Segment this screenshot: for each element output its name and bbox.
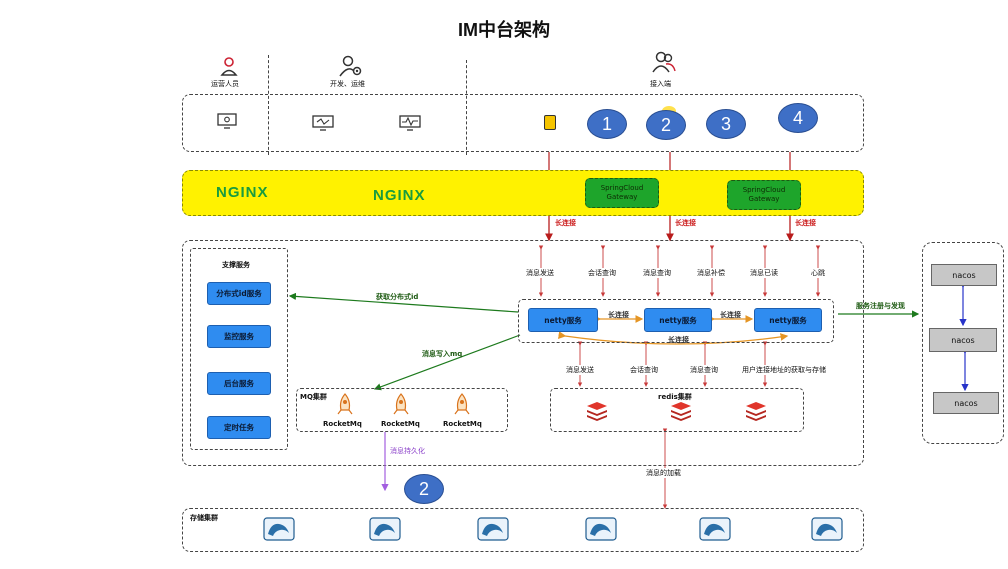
mysql-icon-3 (476, 516, 510, 542)
distributed-id-service: 分布式id服务 (207, 282, 271, 305)
netty-link-label-3: 长连接 (668, 336, 689, 344)
rocketmq-label-2: RocketMq (381, 420, 420, 428)
redis-action-message: 消息查询 (690, 365, 718, 375)
scheduled-task-service: 定时任务 (207, 416, 271, 439)
nacos-node-2: nacos (929, 328, 997, 352)
redis-cluster-title: redis集群 (658, 393, 692, 401)
rocketmq-label-3: RocketMq (443, 420, 482, 428)
monitor-settings-icon (216, 112, 238, 130)
springcloud-gateway-1: SpringCloud Gateway (585, 178, 659, 208)
register-label: 服务注册与发现 (856, 302, 905, 310)
redis-action-send: 消息发送 (566, 365, 594, 375)
nacos-node-1: nacos (931, 264, 997, 286)
action-compensate: 消息补偿 (697, 268, 725, 278)
dev-label: 开发、运维 (330, 80, 365, 88)
header-divider-1 (268, 55, 269, 155)
mq-cluster-title: MQ集群 (300, 393, 327, 401)
mysql-icon-5 (698, 516, 732, 542)
client-box (182, 94, 864, 152)
storage-title: 存储集群 (190, 514, 218, 522)
mysql-icon-1 (262, 516, 296, 542)
redis-action-session: 会话查询 (630, 365, 658, 375)
long-conn-label-2: 长连接 (675, 219, 696, 227)
access-label: 接入端 (650, 80, 671, 88)
get-id-label: 获取分布式id (376, 293, 419, 301)
service-area (182, 240, 864, 466)
redis-icon-3 (745, 401, 767, 421)
redis-action-address: 用户连接地址的获取与存储 (742, 365, 826, 375)
support-title: 支撑服务 (222, 261, 250, 269)
redis-icon-1 (586, 401, 608, 421)
long-conn-label-1: 长连接 (555, 219, 576, 227)
netty-node-1: netty服务 (528, 308, 598, 332)
marker-1: 1 (587, 109, 627, 139)
rocketmq-label-1: RocketMq (323, 420, 362, 428)
marker-4: 4 (778, 103, 818, 133)
netty-node-2: netty服务 (644, 308, 712, 332)
action-session-query: 会话查询 (588, 268, 616, 278)
mobile-client-icon (544, 115, 556, 130)
redis-icon-2 (670, 401, 692, 421)
netty-node-3: netty服务 (754, 308, 822, 332)
monitor-service: 监控服务 (207, 325, 271, 348)
nginx-logo-2: NGINX (373, 187, 426, 204)
nacos-cluster-box (922, 242, 1004, 444)
netty-link-label-1: 长连接 (608, 311, 629, 319)
long-conn-label-3: 长连接 (795, 219, 816, 227)
operator-user-icon (218, 55, 240, 77)
marker-3: 3 (706, 109, 746, 139)
access-users-icon (650, 50, 678, 74)
marker-5: 2 (404, 474, 444, 504)
action-heartbeat: 心跳 (811, 268, 825, 278)
mq-cluster-box (296, 388, 508, 432)
action-send: 消息发送 (526, 268, 554, 278)
mq-write-label: 消息写入mq (422, 350, 463, 358)
mysql-icon-4 (584, 516, 618, 542)
monitor-chart-icon (311, 114, 335, 132)
dev-user-gear-icon (338, 55, 364, 77)
springcloud-gateway-2: SpringCloud Gateway (727, 180, 801, 210)
nacos-node-3: nacos (933, 392, 999, 414)
mysql-icon-2 (368, 516, 402, 542)
action-message-query: 消息查询 (643, 268, 671, 278)
rocketmq-icon-1 (334, 393, 356, 415)
mysql-icon-6 (810, 516, 844, 542)
redis-cluster-box (550, 388, 804, 432)
monitor-pulse-icon (398, 114, 422, 132)
rocketmq-icon-3 (451, 393, 473, 415)
load-label: 消息的加载 (646, 468, 681, 478)
persist-label: 消息持久化 (390, 447, 425, 455)
support-services-box (190, 248, 288, 450)
backend-service: 后台服务 (207, 372, 271, 395)
rocketmq-icon-2 (390, 393, 412, 415)
marker-2: 2 (646, 110, 686, 140)
netty-link-label-2: 长连接 (720, 311, 741, 319)
storage-cluster-box (182, 508, 864, 552)
action-read: 消息已读 (750, 268, 778, 278)
header-divider-2 (466, 60, 467, 155)
page-title: IM中台架构 (458, 20, 550, 40)
ops-label: 运营人员 (211, 80, 239, 88)
nginx-logo-1: NGINX (216, 184, 269, 201)
netty-cluster-box (518, 299, 834, 343)
